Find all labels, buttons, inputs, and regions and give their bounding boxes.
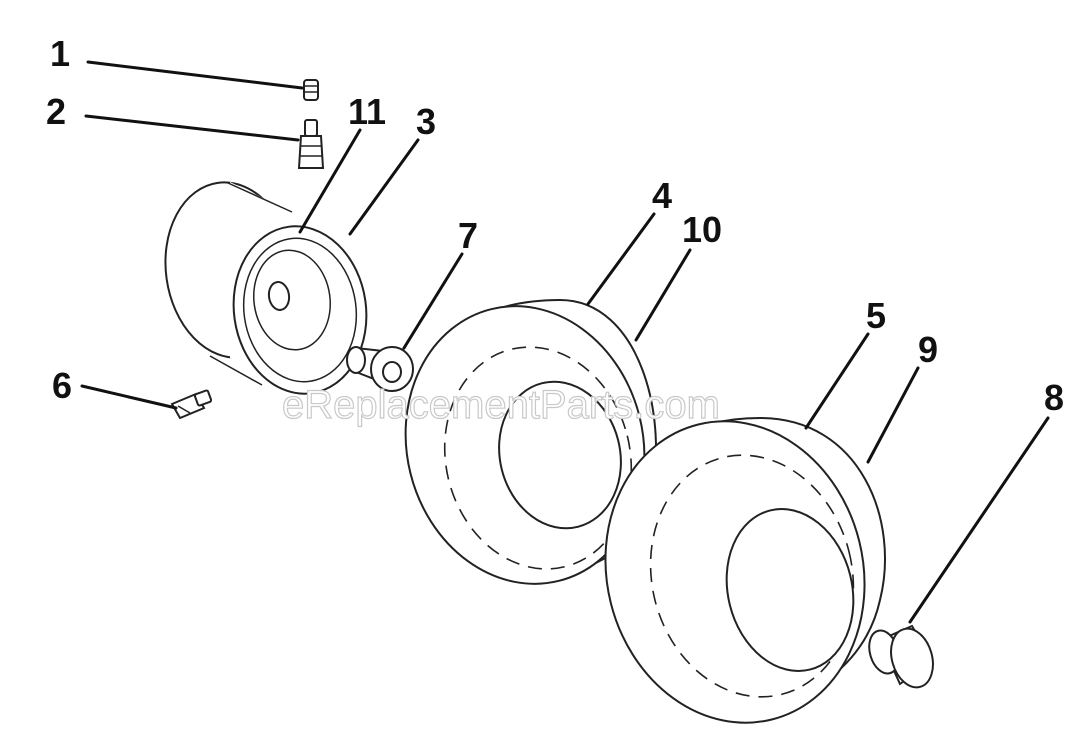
hub-cap-part[interactable] [864,624,939,693]
callout-1: 1 [50,33,70,74]
wheel-rim-part[interactable] [154,174,377,402]
leader-7 [402,252,464,350]
callout-10: 10 [682,209,722,250]
leader-1 [86,60,304,90]
callout-labels: 1 2 11 3 7 4 10 5 9 8 6 [46,33,1064,418]
callout-2: 2 [46,91,66,132]
callout-6: 6 [52,365,72,406]
valve-cap-part[interactable] [303,79,319,101]
callout-4: 4 [652,175,672,216]
callout-7: 7 [458,215,478,256]
leader-2 [84,114,300,142]
leader-6 [80,384,178,410]
callout-3: 3 [416,101,436,142]
tire-rear-part[interactable] [574,394,896,750]
leader-3 [348,138,420,236]
watermark-text: eReplacementParts.com [282,383,720,427]
leader-lines [80,60,1050,624]
grease-fitting-part[interactable] [170,389,213,420]
valve-stem-part[interactable] [297,119,325,169]
bushing-part[interactable] [346,346,414,392]
leader-11 [298,128,362,234]
callout-9: 9 [918,329,938,370]
tire-front-part[interactable] [377,281,674,610]
leader-5 [804,332,870,430]
leader-10 [634,248,692,342]
callout-5: 5 [866,295,886,336]
callout-8: 8 [1044,377,1064,418]
leader-9 [866,366,920,464]
leader-8 [908,416,1050,624]
leader-4 [586,212,656,306]
callout-11: 11 [348,91,386,132]
